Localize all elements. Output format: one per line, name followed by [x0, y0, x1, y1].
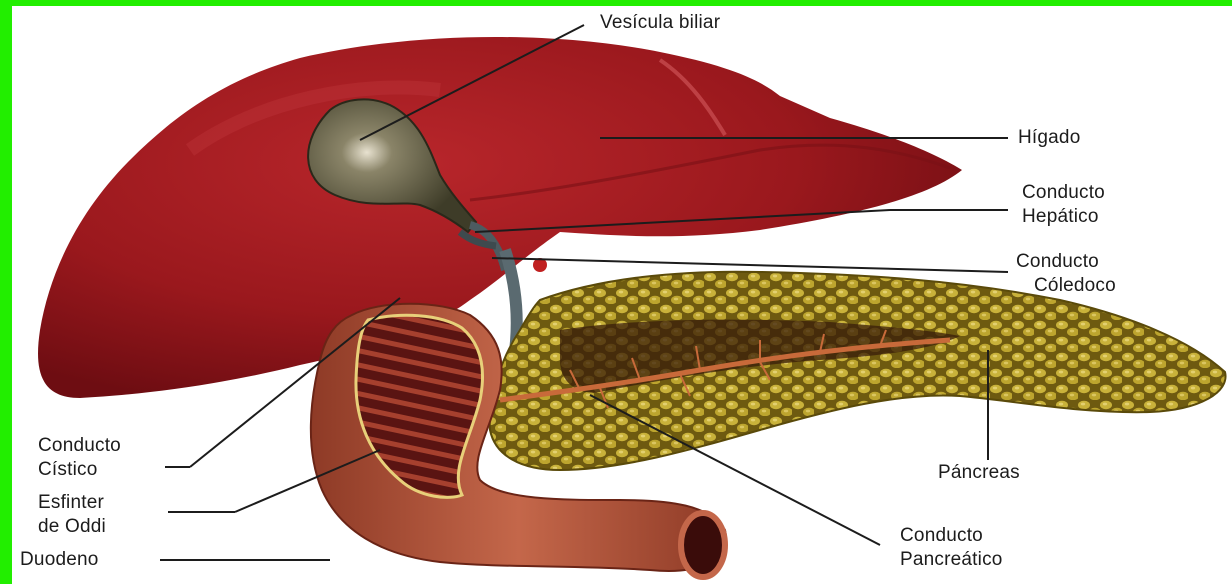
diagram-frame: Vesícula biliar Hígado Conducto Hepático…: [12, 6, 1232, 584]
label-pancreas: Páncreas: [938, 461, 1020, 485]
label-conducto-coledoco-1: Conducto: [1016, 250, 1099, 274]
label-conducto-cistico-1: Conducto: [38, 434, 121, 458]
label-esfinter-oddi-1: Esfinter: [38, 491, 104, 515]
label-conducto-pancreatico-2: Pancreático: [900, 548, 1003, 572]
label-conducto-cistico-2: Cístico: [38, 458, 97, 482]
label-conducto-pancreatico-1: Conducto: [900, 524, 983, 548]
label-conducto-hepatico-2: Hepático: [1022, 205, 1099, 229]
label-vesicula-biliar: Vesícula biliar: [600, 11, 720, 35]
label-duodeno: Duodeno: [20, 548, 99, 572]
label-higado: Hígado: [1018, 126, 1080, 150]
duodenum-opening: [681, 513, 725, 577]
label-esfinter-oddi-2: de Oddi: [38, 515, 106, 539]
label-conducto-coledoco-2: Cóledoco: [1034, 274, 1116, 298]
label-conducto-hepatico-1: Conducto: [1022, 181, 1105, 205]
